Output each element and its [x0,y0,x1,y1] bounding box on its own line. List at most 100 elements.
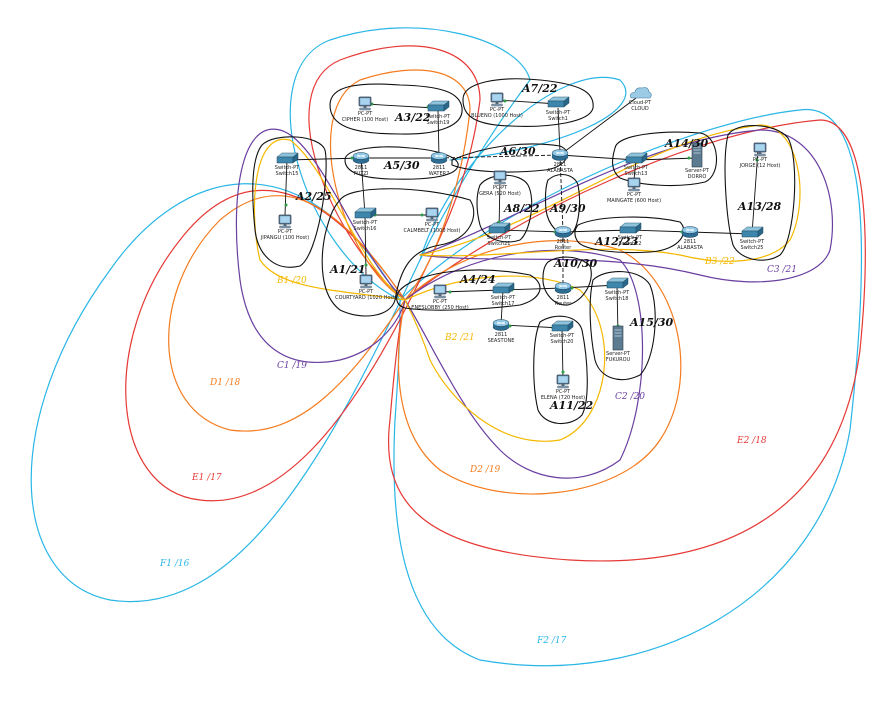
device-puzzi[interactable]: 2811 PUZZI [352,152,370,178]
group-f1-outline [30,27,531,603]
label-a5: A5/30 [383,159,420,172]
svg-text:GERA (520 Host): GERA (520 Host) [479,191,521,197]
svg-text:SEASTONE: SEASTONE [488,338,515,344]
device-switch18[interactable]: Switch-PT Switch18 [605,277,630,302]
label-a9: A9/30 [549,202,586,215]
svg-text:JIPANGU (100 Host): JIPANGU (100 Host) [260,235,309,241]
label-a7: A7/22 [521,82,558,95]
svg-text:Switch15: Switch15 [276,171,299,177]
device-switch-top[interactable]: Switch-PT Switch1 [546,96,571,122]
svg-text:CALMBELT (1000 Host): CALMBELT (1000 Host) [404,228,461,234]
device-alabasta[interactable]: 2811 ALABASTA [677,226,704,252]
label-a13: A13/28 [737,200,782,213]
subnet-a5-outline [344,146,459,180]
device-switch22[interactable]: Switch-PT Switch22 [618,222,643,247]
label-e2: E2 /18 [736,436,767,446]
svg-text:Switch-PT: Switch-PT [618,235,643,241]
label-c3: C3 /21 [767,265,797,275]
subnet-a11-outline [533,315,588,424]
svg-text:Switch-PT: Switch-PT [550,333,575,339]
svg-text:MAINGATE (600 Host): MAINGATE (600 Host) [607,198,661,204]
label-a2: A2/25 [295,190,332,203]
device-switch21[interactable]: Switch-PT Switch21 [487,222,512,247]
device-router-low[interactable]: 2811 Router [554,282,573,308]
device-switch16[interactable]: Switch-PT Switch16 [353,207,378,232]
device-switch15[interactable]: Switch-PT Switch15 [275,152,300,177]
label-b1: B1 /20 [276,276,307,286]
label-a1: A1/21 [329,263,366,276]
label-a11: A11/22 [549,399,594,412]
device-cipher[interactable]: PC-PT CIPHER (100 Host) [342,96,388,123]
device-jorge[interactable]: PC-PT JORGE (12 Host) [739,142,781,169]
svg-text:Switch-PT: Switch-PT [426,114,451,120]
svg-text:PC-PT: PC-PT [425,222,440,228]
group-c1-outline [235,128,406,364]
device-switch13[interactable]: Switch-PT Switch13 [624,152,649,177]
svg-text:PC-PT: PC-PT [753,157,768,163]
device-elena[interactable]: PC-PT ELENA (720 Host) [541,374,585,401]
label-a15: A15/30 [629,316,674,329]
label-a10: A10/30 [553,257,598,270]
device-cloud[interactable]: Cloud-PT CLOUD [629,87,652,113]
subnet-a3-outline [329,83,463,135]
device-water7[interactable]: 2811 WATER7 [429,152,450,178]
svg-text:Switch25: Switch25 [741,245,764,251]
subnet-a1-outline [321,188,475,317]
svg-text:BLUENO (1000 Host): BLUENO (1000 Host) [471,113,523,119]
svg-text:ENESLOBBY (250 Host): ENESLOBBY (250 Host) [411,305,468,311]
svg-text:Switch-PT: Switch-PT [353,220,378,226]
label-a6: A6/30 [499,145,536,158]
svg-text:Switch16: Switch16 [354,226,377,232]
group-c3-outline [419,129,834,283]
group-d1-outline [168,69,471,432]
device-dorro[interactable]: Server-PT DORRO [685,142,710,180]
label-f1: F1 /16 [159,559,190,569]
label-d2: D2 /19 [469,465,501,475]
device-jipangu[interactable]: PC-PT JIPANGU (100 Host) [260,214,309,241]
label-e1: E1 /17 [191,473,222,483]
svg-text:Cloud-PT: Cloud-PT [629,100,652,106]
group-d2-outline [397,240,682,495]
device-switch20[interactable]: Switch-PT Switch20 [550,320,575,345]
device-blueno[interactable]: PC-PT BLUENO (1000 Host) [471,92,523,119]
label-d1: D1 /18 [209,378,241,388]
device-eneslobby[interactable]: PC-PT ENESLOBBY (250 Host) [411,284,469,311]
svg-text:2811: 2811 [557,239,570,245]
svg-text:Switch-PT: Switch-PT [487,235,512,241]
svg-text:2811: 2811 [433,165,446,171]
svg-text:CLOUD: CLOUD [631,106,649,112]
device-switch17[interactable]: Switch-PT Switch17 [491,282,516,307]
svg-text:Router: Router [555,301,573,307]
subnet-a2-outline [252,136,327,268]
device-fukurou[interactable]: Server-PT FUKUROU [606,325,631,363]
svg-text:CIPHER (100 Host): CIPHER (100 Host) [342,117,388,123]
device-seastone[interactable]: 2811 SEASTONE [488,319,515,345]
svg-text:PC-PT: PC-PT [278,229,293,235]
svg-text:PC-PT: PC-PT [556,389,571,395]
device-switch25[interactable]: Switch-PT Switch25 [740,226,765,251]
device-switch19[interactable]: Switch-PT Switch19 [426,100,451,126]
device-router-center[interactable]: 2811 Router [554,226,573,252]
svg-text:Switch-PT: Switch-PT [275,165,300,171]
device-courtyard[interactable]: PC-PT COURTYARD (1020 Host) [335,274,397,301]
device-maingate[interactable]: PC-PT MAINGATE (600 Host) [607,177,661,204]
device-calmbelt[interactable]: PC-PT CALMBELT (1000 Host) [404,207,461,234]
device-alabasta-core[interactable]: 2811 ALABASTA [547,149,574,175]
label-c2: C2 /20 [615,392,645,402]
subnet-a8-outline [476,174,533,243]
group-e1-outline [125,45,481,502]
group-b2-outline [404,275,606,442]
subnet-a13-outline [724,125,796,261]
svg-text:Switch18: Switch18 [606,296,629,302]
svg-text:Switch19: Switch19 [427,120,450,126]
label-a8: A8/22 [503,202,540,215]
device-gera[interactable]: PC-PT GERA (520 Host) [479,170,521,197]
subnet-a15-outline [589,271,656,380]
svg-text:COURTYARD (1020 Host): COURTYARD (1020 Host) [335,295,397,301]
svg-text:DORRO: DORRO [688,174,707,180]
svg-text:PC-PT: PC-PT [493,185,508,191]
label-a4: A4/24 [459,273,496,286]
svg-text:Switch21: Switch21 [488,241,511,247]
label-b3: B3 /22 [704,257,735,267]
